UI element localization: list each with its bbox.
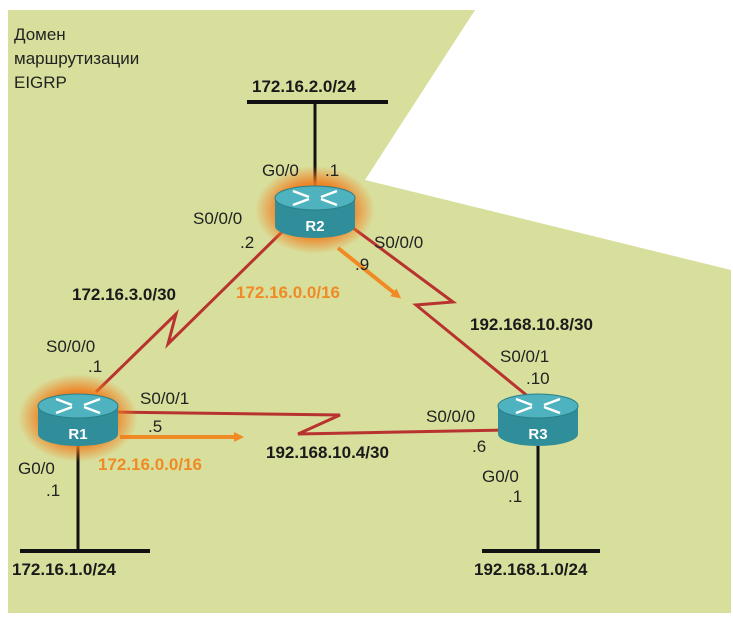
router-arrows-icon	[515, 397, 561, 415]
router-arrows-icon	[292, 189, 338, 207]
r1-s001-label: S0/0/1	[140, 389, 189, 408]
domain-label-line-2: маршрутизации	[14, 49, 139, 68]
r3-s000-ip: .6	[472, 437, 486, 456]
router-r3-label: R3	[528, 426, 547, 443]
network-r1-r2: 172.16.3.0/30	[72, 285, 176, 304]
network-r3-lan: 192.168.1.0/24	[474, 560, 588, 579]
r3-s001-label: S0/0/1	[500, 347, 549, 366]
r3-lan-segment	[482, 440, 600, 553]
advert-label-r2: 172.16.0.0/16	[236, 283, 340, 302]
r2-g00-ip: .1	[325, 161, 339, 180]
network-r2-lan: 172.16.2.0/24	[252, 77, 357, 96]
r1-s000-label: S0/0/0	[46, 337, 95, 356]
r1-s000-ip: .1	[88, 357, 102, 376]
r1-g00-label: G0/0	[18, 459, 55, 478]
network-r1-lan: 172.16.1.0/24	[12, 560, 117, 579]
network-r2-r3: 192.168.10.8/30	[470, 315, 593, 334]
router-r2-label: R2	[305, 218, 324, 235]
r3-g00-label: G0/0	[482, 467, 519, 486]
r2-s000-left-label: S0/0/0	[193, 209, 242, 228]
router-r1-label: R1	[68, 426, 87, 443]
advert-arrow-r2	[336, 246, 402, 299]
r3-g00-ip: .1	[508, 487, 522, 506]
serial-link-r1-r2	[94, 224, 290, 394]
network-r1-r3: 192.168.10.4/30	[266, 443, 389, 462]
router-arrows-icon	[55, 397, 101, 415]
r1-g00-ip: .1	[46, 481, 60, 500]
domain-label-line-3: EIGRP	[14, 73, 67, 92]
domain-label-line-1: Домен	[14, 25, 66, 44]
r2-g00-label: G0/0	[262, 161, 299, 180]
router-r3[interactable]: R3	[497, 393, 579, 446]
advert-label-r1: 172.16.0.0/16	[98, 455, 202, 474]
r1-s001-ip: .5	[148, 417, 162, 436]
r2-s000-right-label: S0/0/0	[374, 233, 423, 252]
eigrp-domain-area	[8, 10, 731, 613]
r3-s000-label: S0/0/0	[426, 407, 475, 426]
r2-s000-right-ip: .9	[355, 255, 369, 274]
r2-s000-left-ip: .2	[240, 233, 254, 252]
serial-link-r2-r3	[344, 220, 531, 400]
router-r1[interactable]: R1	[18, 374, 138, 462]
r3-s001-ip: .10	[526, 369, 550, 388]
serial-link-r1-r3	[111, 410, 509, 436]
router-r2[interactable]: R2	[255, 166, 375, 254]
